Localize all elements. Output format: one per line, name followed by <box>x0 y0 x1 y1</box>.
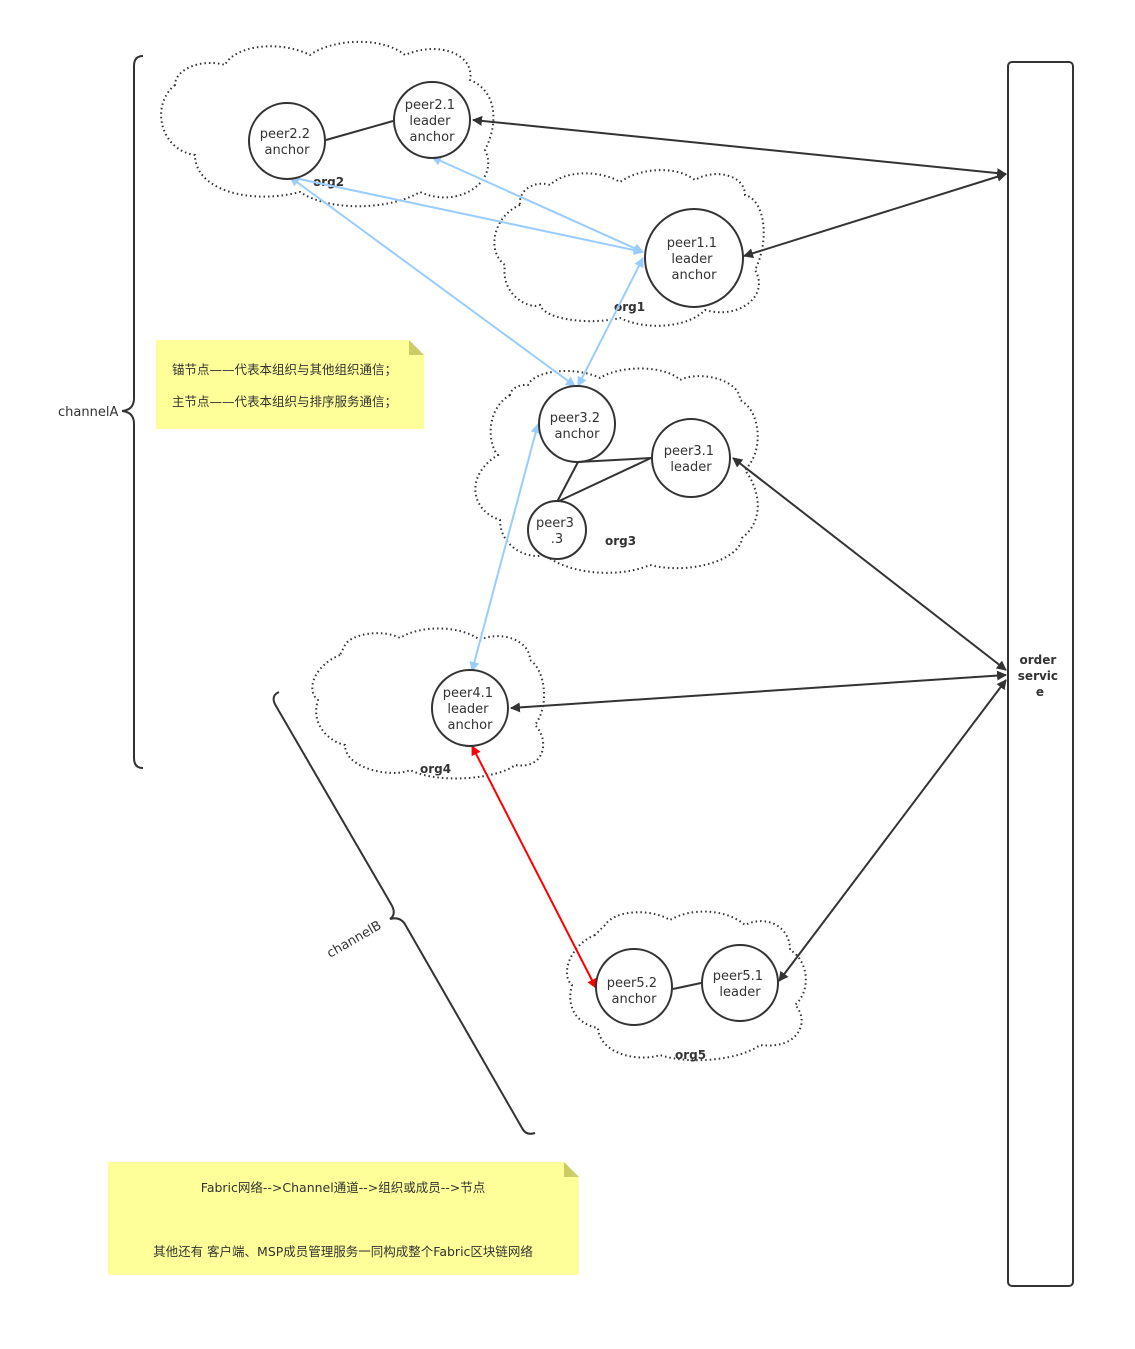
peer-node-label: peer3.2 anchor <box>550 411 604 442</box>
order-links <box>472 115 1007 982</box>
peer-node-label: peer5.1 leader <box>713 969 767 1000</box>
anchor-links <box>289 156 644 672</box>
peer-node-5-2: peer5.2 anchor <box>595 948 673 1026</box>
anchor-link <box>469 423 541 672</box>
peer-node-label: peer3.1 leader <box>664 444 718 475</box>
note-node-roles: 锚节点——代表本组织与其他组织通信； 主节点——代表本组织与排序服务通信； <box>156 340 424 429</box>
connector <box>325 120 394 141</box>
peer-node-label: peer2.2 anchor <box>260 127 314 158</box>
org-label: org3 <box>605 534 636 548</box>
channelB-brace: channelB <box>272 691 536 1135</box>
order-link <box>472 115 1007 179</box>
peer-node-label: peer3 .3 <box>536 516 578 547</box>
note-line: Fabric网络-->Channel通道-->组织或成员-->节点 <box>201 1180 485 1195</box>
peer-node-3-2: peer3.2 anchor <box>538 385 616 463</box>
peer-node-label: peer4.1 leader anchor <box>443 686 497 733</box>
order-service: order servic e <box>1007 61 1074 1287</box>
connector <box>556 461 579 503</box>
note-line: 锚节点——代表本组织与其他组织通信； <box>172 362 397 377</box>
peer-node-3-1: peer3.1 leader <box>651 418 731 498</box>
channelA-brace: channelA <box>58 55 144 769</box>
org4-cloud: org4 <box>311 627 546 780</box>
peer-node-label: peer2.1 leader anchor <box>405 98 459 145</box>
channelA-label: channelA <box>58 405 118 420</box>
org3-cloud: org3 <box>474 367 759 574</box>
peer-node-2-1: peer2.1 leader anchor <box>393 81 471 159</box>
note-line: 其他还有 客户端、MSP成员管理服务一同构成整个Fabric区块链网络 <box>153 1244 533 1259</box>
order-service-label: order servic e <box>1018 653 1062 699</box>
peer-node-4-1: peer4.1 leader anchor <box>431 669 509 747</box>
org-label: org4 <box>420 762 451 776</box>
order-link <box>743 171 1007 259</box>
peer-node-1-1: peer1.1 leader anchor <box>644 208 744 308</box>
intra-org-connectors <box>325 120 702 990</box>
org5-cloud: org5 <box>566 910 807 1062</box>
connector <box>577 457 652 463</box>
note-line: 主节点——代表本组织与排序服务通信； <box>172 394 397 409</box>
peer-node-label: peer5.2 anchor <box>607 976 661 1007</box>
order-link <box>510 670 1007 713</box>
peer-node-5-1: peer5.1 leader <box>701 944 779 1022</box>
note-hierarchy: Fabric网络-->Channel通道-->组织或成员-->节点 其他还有 客… <box>108 1162 579 1275</box>
org-label: org5 <box>675 1048 706 1062</box>
peer-node-label: peer1.1 leader anchor <box>667 236 721 283</box>
order-link <box>732 457 1007 671</box>
channelB-link <box>471 745 597 989</box>
anchor-link <box>289 176 576 387</box>
anchor-link <box>577 257 644 387</box>
peer-node-3-3: peer3 .3 <box>527 500 587 560</box>
order-link <box>778 679 1007 982</box>
peer-node-2-2: peer2.2 anchor <box>248 102 326 180</box>
anchor-link <box>289 173 644 256</box>
anchor-link <box>431 156 644 253</box>
connector <box>672 982 702 990</box>
connector <box>556 457 652 503</box>
channelB-label: channelB <box>325 918 385 961</box>
